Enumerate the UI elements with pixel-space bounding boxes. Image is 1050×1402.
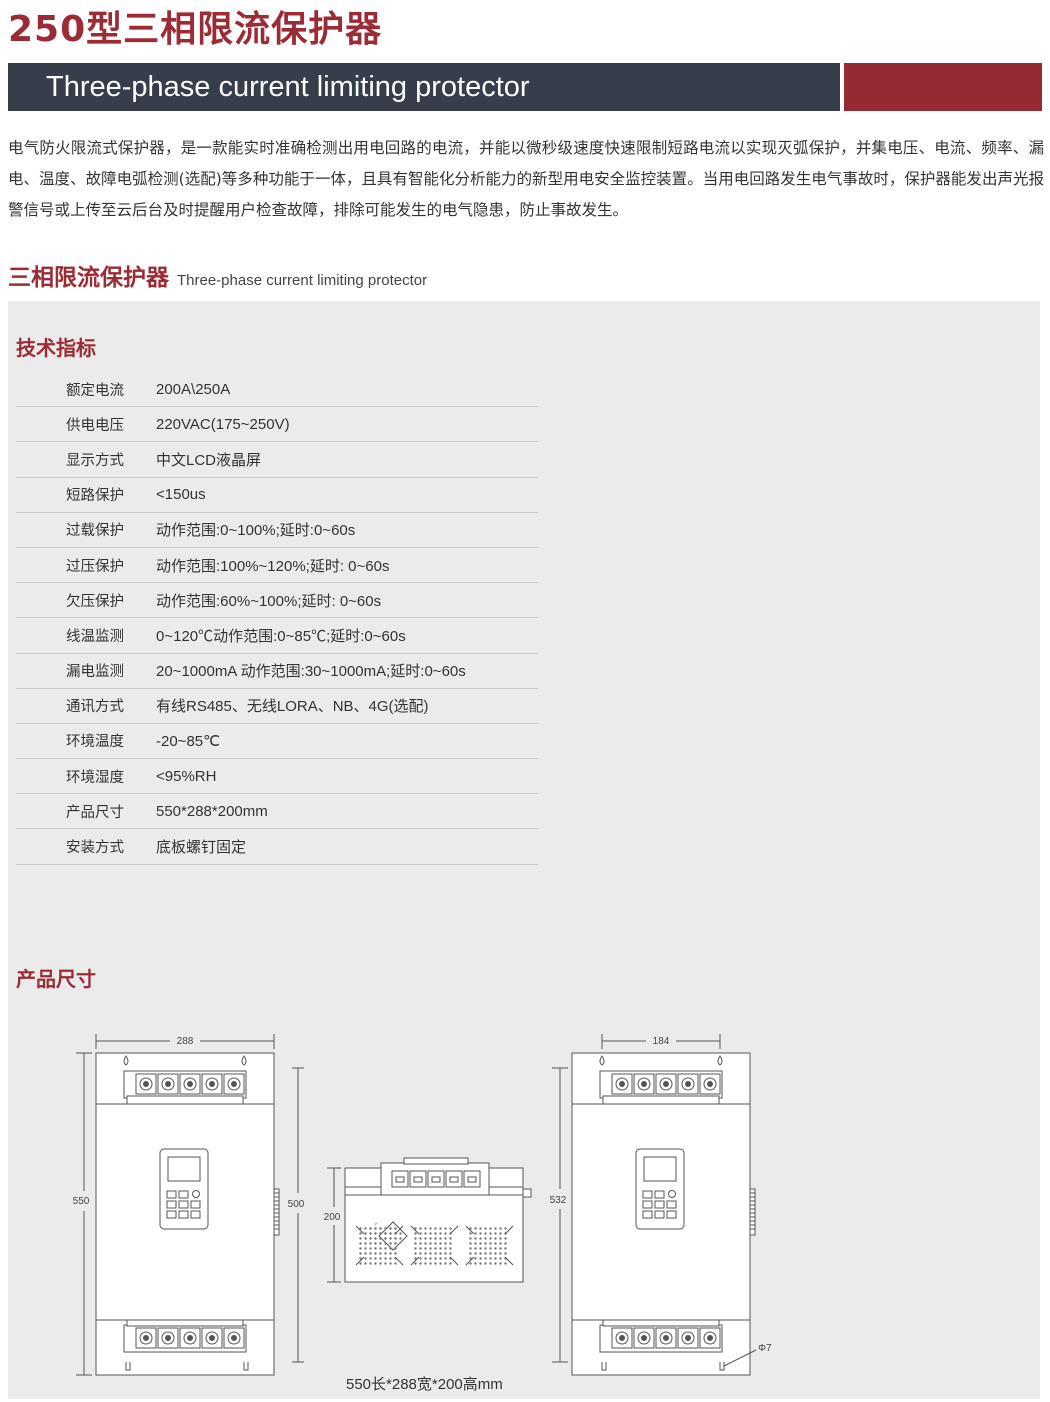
spec-row: 线温监测 0~120℃动作范围:0~85℃;延时:0~60s xyxy=(16,618,538,654)
spec-label: 短路保护 xyxy=(66,488,124,505)
spec-row: 通讯方式 有线RS485、无线LORA、NB、4G(选配) xyxy=(16,689,538,724)
side-display-module xyxy=(635,1148,685,1230)
spec-value: 中文LCD液晶屏 xyxy=(156,451,262,469)
bottom-terminals xyxy=(135,1327,245,1349)
banner-english-title: Three-phase current limiting protector xyxy=(46,71,530,103)
spec-row: 环境温度 -20~85℃ xyxy=(16,724,538,760)
spec-label: 额定电流 xyxy=(66,382,124,399)
dim-front-inner-height: 500 xyxy=(288,1199,305,1210)
spec-value: 动作范围:100%~120%;延时: 0~60s xyxy=(156,557,390,575)
top-view xyxy=(327,1157,532,1283)
dim-side-width: 184 xyxy=(653,1036,670,1047)
intro-paragraph: 电气防火限流式保护器，是一款能实时准确检测出用电回路的电流，并能以微秒级速度快速… xyxy=(8,139,1044,219)
spec-label: 线温监测 xyxy=(66,628,124,645)
dim-top-depth: 200 xyxy=(324,1212,341,1223)
spec-row: 过载保护 动作范围:0~100%;延时:0~60s xyxy=(16,513,538,548)
spec-row: 额定电流 200A\250A xyxy=(16,372,538,408)
spec-value: 有线RS485、无线LORA、NB、4G(选配) xyxy=(156,698,429,716)
title-banner: Three-phase current limiting protector xyxy=(8,63,1042,111)
spec-value: 动作范围:60%~100%;延时: 0~60s xyxy=(156,592,382,610)
spec-row: 显示方式 中文LCD液晶屏 xyxy=(16,442,538,478)
spec-row: 短路保护 <150us xyxy=(16,478,538,513)
dim-hole-label: Φ7 xyxy=(758,1343,772,1354)
section-heading-en: Three-phase current limiting protector xyxy=(177,272,428,289)
dimension-caption: 550长*288宽*200高mm xyxy=(346,1376,503,1393)
spec-value: <95%RH xyxy=(156,767,217,785)
dimension-drawing: 288 550 500 200 184 532 Φ7 xyxy=(73,1034,772,1376)
spec-row: 欠压保护 动作范围:60%~100%;延时: 0~60s xyxy=(16,583,538,619)
spec-value: -20~85℃ xyxy=(156,732,220,750)
spec-table: 额定电流 200A\250A 供电电压 220VAC(175~250V) 显示方式 中文L… xyxy=(16,372,538,865)
spec-row: 产品尺寸 550*288*200mm xyxy=(16,794,538,830)
section-heading-cn: 三相限流保护器 xyxy=(8,265,169,291)
spec-row: 环境湿度 <95%RH xyxy=(16,759,538,795)
spec-label: 欠压保护 xyxy=(66,593,124,610)
top-view-terminals xyxy=(391,1170,481,1188)
spec-value: 底板螺钉固定 xyxy=(156,839,247,857)
spec-row: 过压保护 动作范围:100%~120%;延时: 0~60s xyxy=(16,548,538,584)
spec-value: 220VAC(175~250V) xyxy=(156,415,290,433)
spec-label: 安装方式 xyxy=(66,840,124,857)
spec-label: 漏电监测 xyxy=(66,664,124,681)
spec-row: 供电电压 220VAC(175~250V) xyxy=(16,407,538,443)
spec-label: 环境湿度 xyxy=(66,769,124,786)
side-bottom-terminals xyxy=(611,1327,721,1349)
content-panel: 技术指标 额定电流 200A\250A 供电电压 220VAC(175~250V) 显示… xyxy=(8,301,1040,1399)
spec-value: 550*288*200mm xyxy=(156,802,268,820)
vent-grilles xyxy=(355,1221,514,1267)
front-view xyxy=(76,1034,304,1376)
spec-label: 产品尺寸 xyxy=(66,804,124,821)
spec-label: 过载保护 xyxy=(66,523,124,540)
side-view xyxy=(552,1034,757,1376)
spec-label: 显示方式 xyxy=(66,452,124,469)
spec-value: 0~120℃动作范围:0~85℃;延时:0~60s xyxy=(156,627,406,645)
spec-value: 动作范围:0~100%;延时:0~60s xyxy=(156,522,356,540)
banner-red-block xyxy=(844,63,1042,111)
spec-value: <150us xyxy=(156,486,206,504)
section-heading: 三相限流保护器 Three-phase current limiting prot… xyxy=(8,258,427,292)
top-terminals xyxy=(135,1073,245,1095)
dim-side-height: 532 xyxy=(550,1195,567,1206)
specs-heading: 技术指标 xyxy=(16,336,96,360)
spec-label: 供电电压 xyxy=(66,417,124,434)
page-title: 250型三相限流保护器 xyxy=(8,9,383,50)
dim-front-width: 288 xyxy=(177,1036,194,1047)
spec-label: 过压保护 xyxy=(66,558,124,575)
spec-row: 安装方式 底板螺钉固定 xyxy=(16,829,538,865)
side-top-terminals xyxy=(611,1073,721,1095)
banner-dark-block: Three-phase current limiting protector xyxy=(8,63,840,111)
spec-value: 200A\250A xyxy=(156,380,231,398)
dimensions-heading: 产品尺寸 xyxy=(16,967,96,991)
front-display-module xyxy=(159,1148,209,1230)
spec-label: 环境温度 xyxy=(66,734,124,751)
spec-row: 漏电监测 20~1000mA 动作范围:30~1000mA;延时:0~60s xyxy=(16,654,538,689)
dim-front-height: 550 xyxy=(73,1196,90,1207)
spec-label: 通讯方式 xyxy=(66,699,124,716)
spec-value: 20~1000mA 动作范围:30~1000mA;延时:0~60s xyxy=(156,663,466,681)
